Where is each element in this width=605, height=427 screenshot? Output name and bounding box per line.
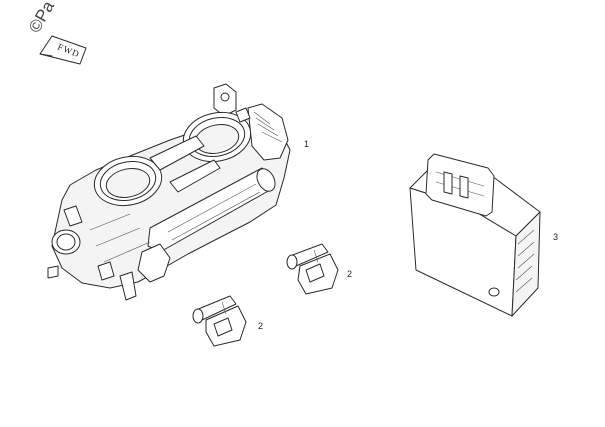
callout-ecu: 3 [553, 232, 558, 242]
injector-a-drawing [286, 243, 339, 295]
ecu-drawing [409, 153, 541, 317]
fwd-label: FWD [56, 42, 81, 60]
callout-injector-b: 2 [258, 321, 263, 331]
watermark-text: ©Pa [25, 0, 58, 36]
throttle-body-drawing [47, 83, 291, 301]
callout-throttle-body: 1 [304, 139, 309, 149]
fwd-direction-tag: FWD [39, 35, 87, 65]
injector-b-drawing [192, 295, 247, 347]
callout-injector-a: 2 [347, 269, 352, 279]
